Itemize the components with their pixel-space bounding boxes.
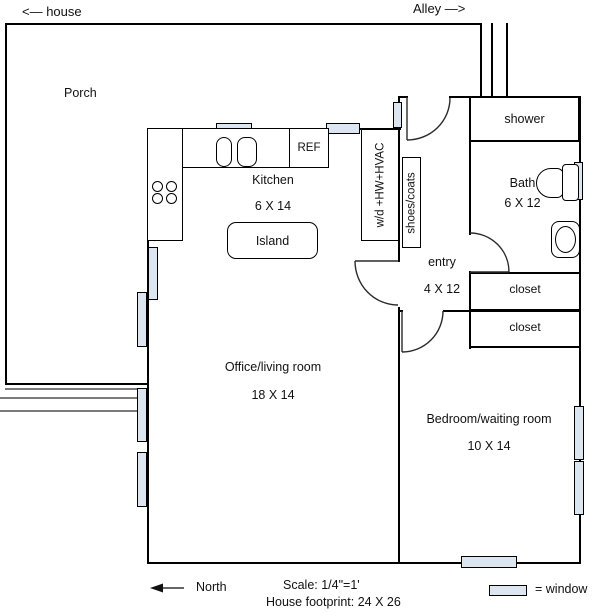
wall [469, 96, 471, 235]
sink-basin [216, 137, 232, 167]
stove-burner [152, 181, 163, 192]
wall [147, 128, 149, 564]
stove-burner [166, 181, 177, 192]
wall [469, 272, 581, 274]
walkway-rail [480, 23, 482, 98]
utility-closet: w/d +HW+HVAC [361, 129, 399, 241]
stove-burner [166, 193, 177, 204]
window-legend-swatch [489, 585, 527, 596]
wall [469, 271, 471, 349]
porch-step [0, 397, 138, 399]
room-label-entry: entry [428, 255, 456, 269]
walkway-rail [491, 23, 493, 98]
room-label-bedroom: Bedroom/waiting room [426, 412, 552, 426]
bath-sink-basin [555, 226, 576, 253]
window [574, 461, 584, 515]
room-dims-entry: 4 X 12 [423, 282, 461, 296]
wall [398, 96, 400, 262]
toilet-bowl [536, 168, 564, 198]
island-label: Island [255, 233, 290, 248]
room-dims-office: 18 X 14 [251, 388, 295, 402]
house-direction-label: <— house [22, 4, 82, 19]
shower-label: shower [504, 112, 545, 126]
window [137, 452, 147, 507]
window [461, 556, 517, 568]
room-label-kitchen: Kitchen [252, 173, 294, 187]
toilet-tank [562, 164, 579, 201]
room-dims-bath: 6 X 12 [504, 196, 541, 210]
scale-label: Scale: 1/4"=1' [283, 578, 360, 592]
coat-closet: shoes/coats [402, 157, 421, 248]
kitchen-island: Island [227, 222, 318, 259]
back-door [406, 97, 451, 141]
stove-burner [152, 193, 163, 204]
room-dims-bedroom: 10 X 14 [467, 439, 511, 453]
wall [398, 307, 400, 564]
wall [5, 383, 148, 385]
coat-closet-label: shoes/coats [405, 171, 418, 234]
wall [5, 23, 482, 25]
porch-step [5, 388, 138, 390]
porch-step [0, 410, 138, 412]
refrigerator: REF [289, 128, 329, 168]
walkway-rail [506, 23, 508, 98]
window-legend-label: = window [535, 582, 588, 596]
wall [443, 310, 470, 312]
window [393, 102, 402, 128]
window [137, 388, 147, 442]
wall [469, 309, 580, 312]
room-dims-kitchen: 6 X 14 [254, 199, 292, 213]
wall [147, 562, 581, 564]
bedroom-door [401, 310, 444, 353]
room-label-porch: Porch [64, 86, 97, 100]
room-label-office: Office/living room [224, 360, 322, 374]
north-label: North [196, 580, 227, 594]
alley-direction-label: Alley —> [413, 1, 466, 16]
wall [5, 23, 7, 385]
footprint-label: House footprint: 24 X 26 [266, 595, 401, 609]
wall [469, 346, 581, 348]
room-label-bath: Bath [509, 176, 536, 190]
north-arrow [150, 583, 184, 593]
kitchen-counter [182, 128, 290, 168]
window [574, 406, 584, 460]
sink-basin [237, 137, 257, 167]
wall [398, 310, 403, 312]
office-entry-door [354, 260, 399, 306]
refrigerator-label: REF [297, 142, 321, 154]
wall [579, 96, 581, 564]
wall [398, 96, 408, 98]
window [137, 292, 147, 347]
window [148, 247, 158, 300]
room-label-closet-lower: closet [509, 320, 541, 334]
room-label-closet-upper: closet [509, 282, 541, 296]
shower: shower [469, 96, 580, 142]
window [326, 123, 360, 134]
